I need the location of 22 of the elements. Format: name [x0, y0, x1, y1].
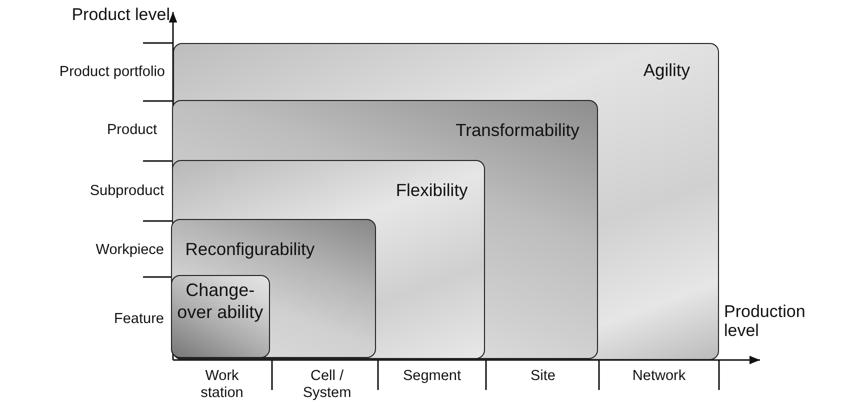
axis-tick-label: Product [106, 122, 157, 139]
nested-region [172, 100, 598, 360]
nested-region [170, 274, 270, 358]
axis-tick-label: Cell / System [302, 368, 352, 402]
axis-tick-label: Product portfolio [58, 64, 165, 81]
axis-tick-label: Segment [402, 368, 462, 385]
axis-tick-label: Network [631, 368, 687, 385]
axis-tick-label: Workpiece [94, 242, 164, 259]
region-label: Change-over ability [176, 278, 264, 323]
region-label: Transformability [456, 121, 580, 140]
region-label: Reconfigurability [185, 240, 315, 260]
region-label: Agility [643, 61, 690, 80]
nested-region [172, 160, 485, 359]
axis-title: Product level [70, 5, 170, 24]
region-label: Flexibility [396, 180, 468, 200]
axis-tick-label: Feature [113, 311, 164, 328]
axis-tick-label: Work station [200, 368, 244, 402]
axis-tick-label: Site [530, 368, 556, 385]
axis-title: Production level [724, 302, 806, 340]
nested-region [173, 43, 719, 360]
nested-region [171, 219, 376, 358]
axis-tick-label: Subproduct [88, 183, 164, 200]
